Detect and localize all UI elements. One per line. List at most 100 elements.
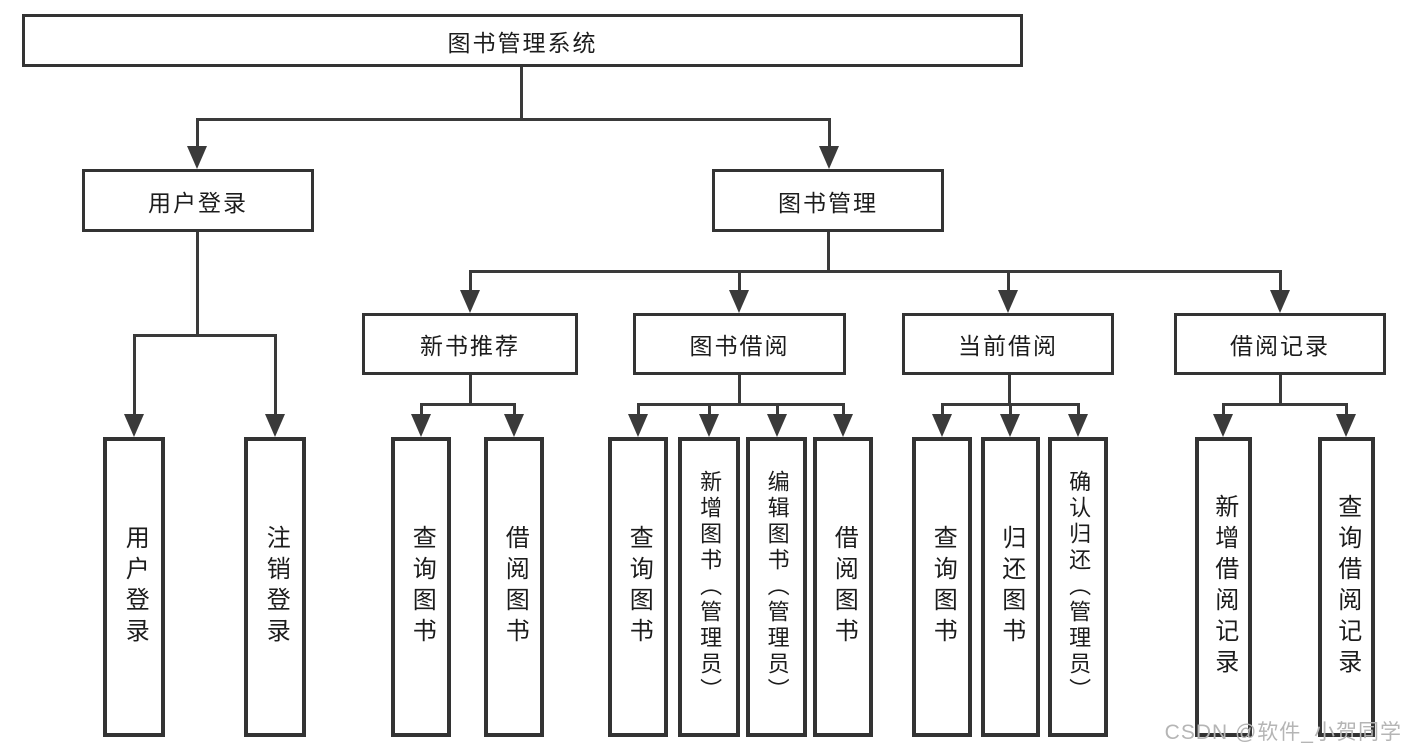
arrow-shaft (636, 406, 640, 414)
connector-rec-stem (469, 375, 472, 405)
leaf-label: 查询图书 (408, 525, 436, 649)
node-book-borrow: 图书借阅 (633, 313, 846, 375)
arrow-head-icon (187, 146, 207, 169)
leaf-label: 归还图书 (997, 525, 1025, 649)
arrow-head-icon (819, 146, 839, 169)
arrow-shaft (419, 406, 423, 414)
connector-records-stem (1279, 375, 1282, 405)
arrow-shaft (468, 273, 472, 290)
leaf-records-add: 新增借阅记录 (1195, 437, 1252, 737)
leaf-borrow-borrow-book: 借阅图书 (813, 437, 873, 737)
arrow-to-borrow-records (1270, 273, 1290, 313)
arrow-head-icon (1068, 414, 1088, 437)
arrow-shaft (1278, 273, 1282, 290)
connector-current-stem (1008, 375, 1011, 405)
leaf-label: 编辑图书（管理员） (764, 470, 790, 704)
connector-mgmt-stem (827, 232, 830, 273)
arrow-to-book-borrow (729, 273, 749, 313)
arrow-head-icon (1270, 290, 1290, 313)
arrow-shaft (132, 337, 136, 414)
arrow-to-current-query (932, 406, 952, 437)
arrow-shaft (1006, 273, 1010, 290)
arrow-to-new-book-rec (460, 273, 480, 313)
leaf-label: 查询图书 (625, 525, 653, 649)
arrow-shaft (827, 121, 831, 146)
arrow-to-leaf-logout (265, 337, 285, 437)
arrow-shaft (737, 273, 741, 290)
leaf-label: 注销登录 (262, 525, 290, 649)
leaf-label: 用户登录 (121, 525, 149, 649)
arrow-head-icon (767, 414, 787, 437)
arrow-head-icon (411, 414, 431, 437)
arrow-shaft (1008, 406, 1012, 414)
node-book-mgmt-branch: 图书管理 (712, 169, 944, 232)
node-borrow-records: 借阅记录 (1174, 313, 1386, 375)
node-label: 图书借阅 (689, 333, 790, 359)
arrow-shaft (1221, 406, 1225, 414)
connector-root-stem (520, 67, 523, 120)
arrow-to-borrow-add (699, 406, 719, 437)
connector-current-rail (941, 403, 1080, 406)
leaf-rec-query-book: 查询图书 (391, 437, 451, 737)
arrow-shaft (940, 406, 944, 414)
leaf-current-query-book: 查询图书 (912, 437, 972, 737)
arrow-head-icon (1213, 414, 1233, 437)
node-root-label: 图书管理系统 (447, 29, 598, 56)
leaf-records-query: 查询借阅记录 (1318, 437, 1375, 737)
node-user-login-branch: 用户登录 (82, 169, 314, 232)
arrow-to-rec-borrow (504, 406, 524, 437)
leaf-rec-borrow-book: 借阅图书 (484, 437, 544, 737)
connector-borrow-rail (637, 403, 845, 406)
arrow-shaft (841, 406, 845, 414)
leaf-current-confirm-return-admin: 确认归还（管理员） (1048, 437, 1108, 737)
arrow-shaft (512, 406, 516, 414)
arrow-to-leaf-user-login (124, 337, 144, 437)
arrow-head-icon (628, 414, 648, 437)
connector-user-stem (196, 232, 199, 336)
arrow-head-icon (833, 414, 853, 437)
arrow-head-icon (265, 414, 285, 437)
arrow-to-borrow-borrow (833, 406, 853, 437)
arrow-head-icon (1336, 414, 1356, 437)
arrow-shaft (273, 337, 277, 414)
connector-rec-rail (420, 403, 516, 406)
connector-records-rail (1222, 403, 1348, 406)
leaf-label: 确认归还（管理员） (1066, 470, 1092, 704)
arrow-to-book-mgmt (819, 121, 839, 169)
arrow-to-current-return (1000, 406, 1020, 437)
leaf-label: 借阅图书 (501, 525, 529, 649)
arrow-head-icon (932, 414, 952, 437)
connector-borrow-stem (738, 375, 741, 405)
arrow-to-rec-query (411, 406, 431, 437)
node-label: 当前借阅 (958, 333, 1058, 359)
leaf-label: 借阅图书 (830, 525, 858, 649)
leaf-user-login: 用户登录 (103, 437, 165, 737)
arrow-head-icon (124, 414, 144, 437)
arrow-to-records-add (1213, 406, 1233, 437)
node-root: 图书管理系统 (22, 14, 1023, 67)
arrow-to-current-borrow (998, 273, 1018, 313)
arrow-to-records-query (1336, 406, 1356, 437)
leaf-borrow-add-book-admin: 新增图书（管理员） (678, 437, 740, 737)
arrow-to-current-confirm (1068, 406, 1088, 437)
leaf-current-return-book: 归还图书 (981, 437, 1040, 737)
leaf-borrow-edit-book-admin: 编辑图书（管理员） (746, 437, 807, 737)
arrow-shaft (775, 406, 779, 414)
arrow-to-borrow-query (628, 406, 648, 437)
connector-mgmt-rail (469, 270, 1282, 273)
arrow-head-icon (504, 414, 524, 437)
arrow-shaft (195, 121, 199, 146)
arrow-head-icon (1000, 414, 1020, 437)
connector-user-rail (133, 334, 277, 337)
node-new-book-rec: 新书推荐 (362, 313, 578, 375)
node-label: 新书推荐 (420, 333, 520, 359)
arrow-head-icon (729, 290, 749, 313)
leaf-label: 新增图书（管理员） (697, 470, 723, 704)
csdn-watermark: CSDN @软件_小贺同学 (1164, 721, 1402, 744)
node-current-borrow: 当前借阅 (902, 313, 1114, 375)
leaf-label: 查询借阅记录 (1333, 494, 1361, 680)
arrow-shaft (1344, 406, 1348, 414)
arrow-head-icon (460, 290, 480, 313)
arrow-shaft (707, 406, 711, 414)
